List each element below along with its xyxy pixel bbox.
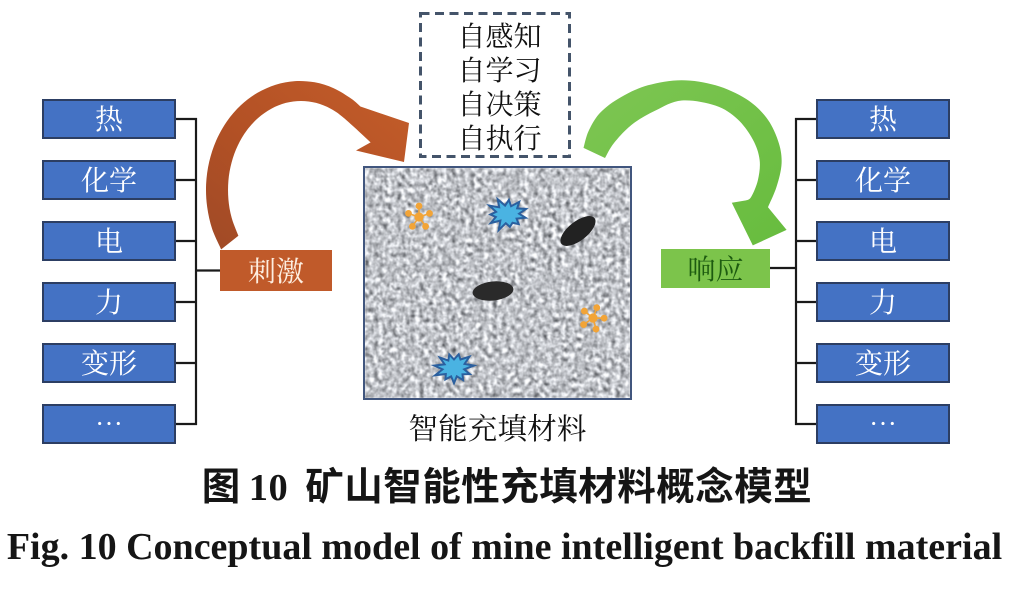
response-label-box: 响应 <box>661 249 770 288</box>
self-capabilities-box: 自感知 自学习 自决策 自执行 <box>419 12 571 158</box>
material-label: 智能充填材料 <box>408 406 587 448</box>
connector-lines <box>176 117 816 426</box>
response-category-ellipsis: ⋯ <box>816 404 950 444</box>
response-category-chemical: 化学 <box>816 160 950 200</box>
spark-icon <box>405 202 433 230</box>
caption-zh-text: 矿山智能性充填材料概念模型 <box>305 456 813 512</box>
caption-zh-prefix: 图 <box>201 456 241 512</box>
self-capability-line: 自感知 <box>457 15 542 55</box>
self-capability-line: 自学习 <box>457 49 542 89</box>
response-category-deformation: 变形 <box>816 343 950 383</box>
self-capability-line: 自决策 <box>457 83 542 123</box>
stimulus-category-ellipsis: ⋯ <box>42 404 176 444</box>
self-capabilities-border <box>419 12 571 158</box>
stimulus-category-chemical: 化学 <box>42 160 176 200</box>
burst-star-icon <box>430 352 478 386</box>
response-arrow <box>583 80 787 246</box>
stimulus-category-electric: 电 <box>42 221 176 261</box>
burst-star-icon <box>486 196 529 233</box>
response-category-electric: 电 <box>816 221 950 261</box>
self-capability-line: 自执行 <box>457 117 542 157</box>
spark-icon <box>580 304 608 333</box>
stimulus-category-force: 力 <box>42 282 176 322</box>
stimulus-label-box: 刺激 <box>220 250 332 291</box>
stimulus-arrow <box>205 81 409 250</box>
inclusion-ellipse <box>472 281 514 301</box>
inclusion-ellipse <box>560 216 596 246</box>
response-category-heat: 热 <box>816 99 950 139</box>
response-category-force: 力 <box>816 282 950 322</box>
caption-zh-number: 10 <box>248 467 289 509</box>
caption-english: Fig. 10 Conceptual model of mine intelli… <box>6 526 1003 568</box>
stimulus-category-heat: 热 <box>42 99 176 139</box>
stimulus-category-deformation: 变形 <box>42 343 176 383</box>
material-micrograph <box>363 166 632 400</box>
material-texture <box>365 168 630 398</box>
